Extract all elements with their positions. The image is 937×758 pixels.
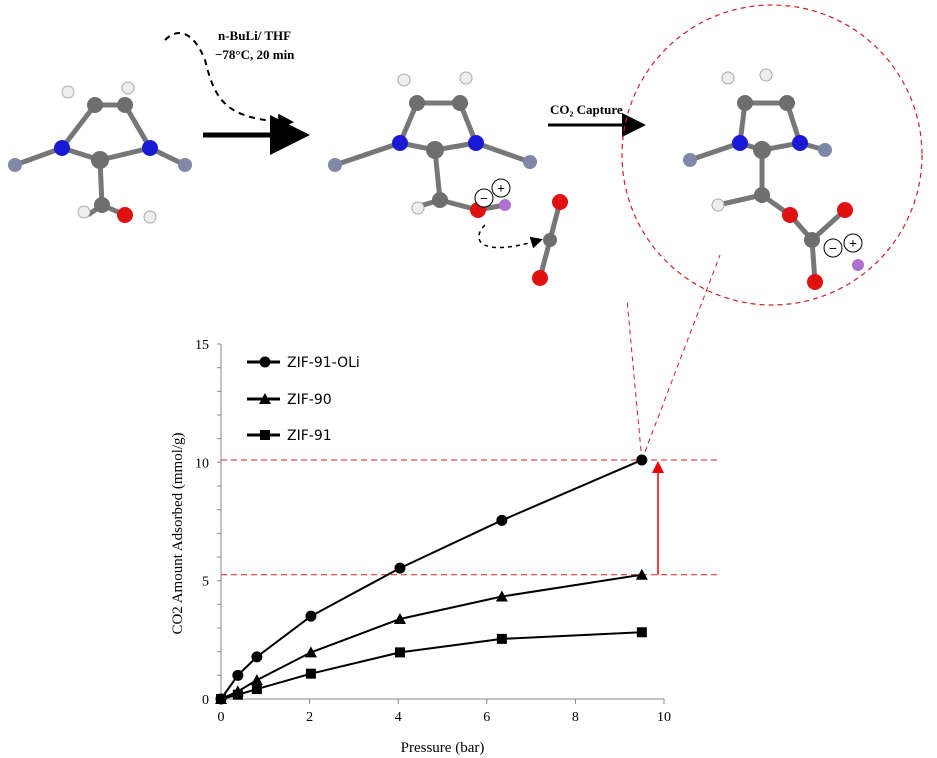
data-point [636, 454, 648, 466]
legend-marker [259, 356, 271, 368]
y-tick-label: 10 [195, 456, 209, 471]
data-point [305, 668, 316, 679]
minus-charge: − [829, 242, 837, 257]
reaction-scheme: − + − + [8, 4, 923, 306]
plus-charge: + [497, 182, 505, 197]
x-axis-title: Pressure (bar) [401, 740, 485, 756]
data-point [251, 684, 262, 695]
molecule-linker-oli: − + [328, 71, 568, 286]
x-tick-label: 6 [483, 710, 490, 725]
zoom-circle [621, 4, 923, 306]
data-point [251, 651, 263, 663]
y-tick-label: 15 [195, 338, 209, 353]
data-point [232, 689, 243, 700]
legend-label: ZIF-91-OLi [287, 355, 360, 371]
series-line-zif-91-oli [220, 459, 643, 700]
data-point [394, 562, 406, 574]
data-point [393, 613, 406, 625]
legend-marker [259, 393, 271, 404]
minus-charge: − [480, 192, 488, 207]
conditions-label: −78°C, 20 min [215, 47, 295, 62]
data-point [496, 514, 508, 526]
y-tick-label: 5 [202, 575, 209, 590]
legend-label: ZIF-91 [287, 428, 332, 444]
x-tick-label: 4 [395, 710, 402, 725]
series-line-zif-90 [220, 573, 643, 700]
data-point [250, 674, 263, 686]
data-point [215, 693, 227, 705]
molecule-linker-oh [8, 81, 192, 224]
dashed-reagent-arrow [164, 31, 294, 130]
y-tick-label: 0 [202, 693, 209, 708]
data-point [231, 685, 244, 697]
legend-label: ZIF-90 [287, 392, 332, 408]
data-point [496, 633, 507, 644]
molecule-carbonate: − + [683, 68, 864, 290]
co2-capture-label: CO₂ Capture [550, 102, 623, 117]
data-point [636, 627, 647, 638]
data-point [232, 669, 244, 681]
data-point [305, 610, 317, 622]
data-point [215, 693, 227, 704]
data-point [635, 568, 648, 580]
data-point [304, 646, 317, 658]
data-point [495, 590, 508, 602]
x-tick-label: 10 [657, 710, 671, 725]
legend-marker [260, 430, 270, 440]
x-tick-label: 8 [572, 710, 579, 725]
data-point [216, 694, 226, 704]
plus-charge: + [849, 237, 857, 252]
reagent-label: n-BuLi/ THF [218, 28, 292, 43]
x-tick-label: 2 [306, 710, 313, 725]
series-line-zif-91 [220, 631, 642, 700]
data-point [394, 647, 405, 658]
x-tick-label: 0 [218, 710, 225, 725]
y-axis-title: CO2 Amount Adsorbed (mmol/g) [170, 432, 186, 634]
